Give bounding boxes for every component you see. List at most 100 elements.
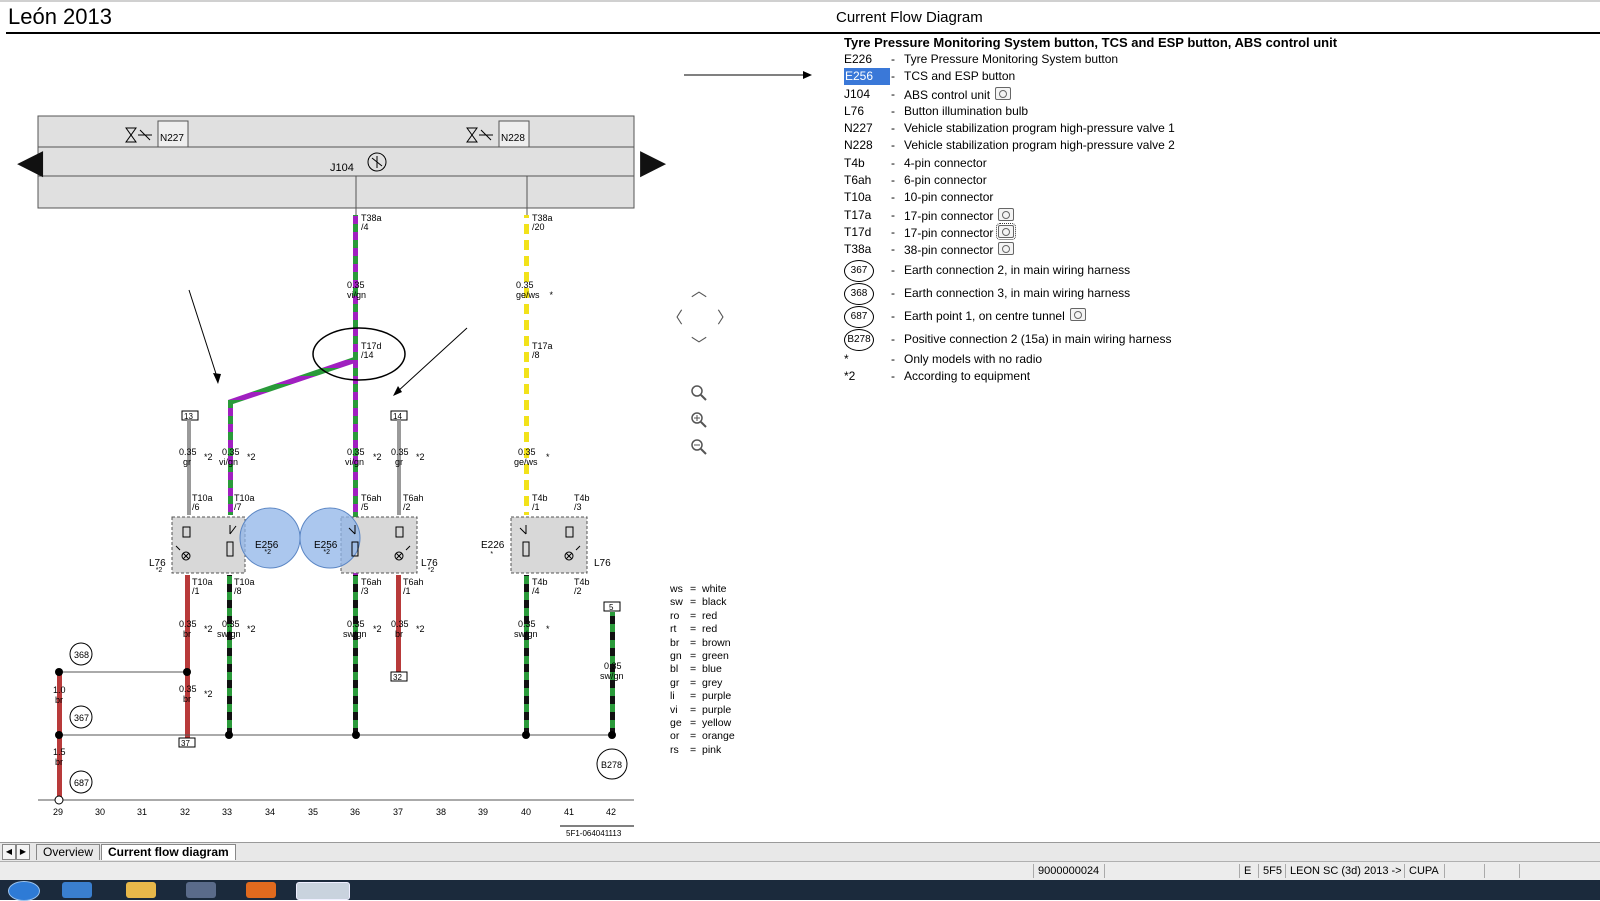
legend-dash: - <box>891 308 895 323</box>
connector-box-37 <box>178 737 196 748</box>
color-code: vi <box>670 703 678 716</box>
legend-dash: - <box>891 351 895 366</box>
pin-t4b-1: T4b/1 <box>532 493 548 512</box>
legend-code: E226 <box>844 52 873 66</box>
valve-n227[interactable]: N227 <box>125 120 189 148</box>
status-id: 9000000024 <box>1033 864 1104 878</box>
legend-item[interactable]: L76-Button illumination bulb <box>844 103 1337 120</box>
legend-item-selected[interactable]: E256-TCS and ESP button <box>844 68 1337 86</box>
positive-b278[interactable]: B278 <box>596 748 628 780</box>
legend-item[interactable]: 368-Earth connection 3, in main wiring h… <box>844 282 1337 305</box>
legend-item[interactable]: T38a-38-pin connector <box>844 241 1337 258</box>
legend-item[interactable]: B278-Positive connection 2 (15a) in main… <box>844 328 1337 351</box>
camera-icon[interactable] <box>995 86 1012 100</box>
earth-terminal <box>54 795 64 805</box>
wire-gr-left <box>187 420 191 515</box>
camera-icon[interactable] <box>1069 307 1086 321</box>
zoom-out-icon[interactable] <box>688 438 710 460</box>
firefox-icon[interactable] <box>246 882 276 898</box>
tab-current-flow-diagram[interactable]: Current flow diagram <box>101 844 236 860</box>
legend-item[interactable]: T4b-4-pin connector <box>844 155 1337 172</box>
pan-up-icon[interactable]: ︿ <box>690 283 707 300</box>
camera-icon[interactable] <box>998 242 1015 256</box>
earth-367-circle <box>69 705 93 729</box>
legend-dash: - <box>891 285 895 300</box>
status-empty <box>1104 864 1239 878</box>
positive-b278-label: B278 <box>601 760 622 770</box>
next-page-button[interactable]: ▶ <box>640 143 667 181</box>
pin-t4b-4: T4b/4 <box>532 577 548 596</box>
component-e226-group[interactable]: E226* L76 <box>481 516 611 574</box>
color-name: blue <box>702 663 722 676</box>
valve-n228[interactable]: N228 <box>466 120 530 148</box>
legend-item[interactable]: T6ah-6-pin connector <box>844 172 1337 189</box>
legend-desc: 17-pin connector <box>904 207 1015 225</box>
active-app-icon[interactable] <box>296 882 350 900</box>
legend-heading: Tyre Pressure Monitoring System button, … <box>844 35 1338 50</box>
status-empty <box>1444 864 1484 878</box>
legend-item[interactable]: N228-Vehicle stabilization program high-… <box>844 137 1337 154</box>
media-player-icon[interactable] <box>186 882 216 898</box>
valve-n228-label: N228 <box>501 133 525 144</box>
valve-icon <box>466 127 493 143</box>
color-code: li <box>670 690 675 703</box>
color-name: pink <box>702 743 722 756</box>
color-name: grey <box>702 676 723 689</box>
earth-367[interactable]: 367 <box>69 705 93 729</box>
color-eq: = <box>690 609 697 622</box>
legend-desc: Earth point 1, on centre tunnel <box>904 305 1086 328</box>
legend-dash: - <box>891 69 895 84</box>
legend-dash: - <box>891 368 895 383</box>
legend-item[interactable]: J104-ABS control unit <box>844 86 1337 103</box>
camera-icon[interactable] <box>998 207 1015 221</box>
app-title: León 2013 <box>8 4 112 29</box>
earth-687[interactable]: 687 <box>69 770 93 794</box>
legend-desc: Earth connection 3, in main wiring harne… <box>904 285 1131 300</box>
color-name: white <box>702 583 727 595</box>
legend-code: T38a <box>844 242 872 257</box>
legend-item[interactable]: 367-Earth connection 2, in main wiring h… <box>844 259 1337 282</box>
pan-left-icon[interactable]: 〈 <box>666 310 683 327</box>
color-code: gn <box>670 649 682 662</box>
previous-page-button[interactable]: ◀ <box>17 143 44 181</box>
pin-t10a-6: T10a/6 <box>192 493 213 512</box>
pin-t38a-4: T38a/4 <box>361 213 382 232</box>
zoom-icon[interactable] <box>688 384 710 406</box>
camera-icon[interactable] <box>996 222 1017 240</box>
legend-item[interactable]: T17a-17-pin connector <box>844 207 1337 224</box>
color-eq: = <box>690 730 697 743</box>
color-eq: = <box>690 716 697 729</box>
connector-box-5-label: 5 <box>609 603 614 612</box>
track-number: 35 <box>308 807 318 817</box>
pin-t38a-20: T38a/20 <box>532 213 553 232</box>
tab-overview[interactable]: Overview <box>36 844 101 860</box>
internet-explorer-icon[interactable] <box>62 882 92 898</box>
folder-icon[interactable] <box>126 882 156 898</box>
abs-control-unit-j104[interactable]: J104 N227 N228 <box>37 115 635 209</box>
component-l76-label-left: L76*2 <box>149 558 166 574</box>
start-button-icon[interactable] <box>8 881 40 901</box>
color-name: red <box>702 623 718 636</box>
legend-item[interactable]: N227-Vehicle stabilization program high-… <box>844 120 1337 137</box>
tab-scroll-right-icon[interactable]: ▶ <box>16 844 30 860</box>
legend-dash: - <box>891 86 895 101</box>
legend-item[interactable]: 687-Earth point 1, on centre tunnel <box>844 305 1337 328</box>
wire-color-key: ws=white sw=black ro=red rt=red br=brown… <box>670 583 735 757</box>
legend-item[interactable]: T10a-10-pin connector <box>844 189 1337 206</box>
pan-right-icon[interactable]: 〉 <box>716 310 733 327</box>
pan-down-icon[interactable]: ﹀ <box>690 337 707 354</box>
legend-item[interactable]: E226-Tyre Pressure Monitoring System but… <box>844 51 1337 68</box>
earth-368[interactable]: 368 <box>69 642 93 666</box>
tab-scroll-left-icon[interactable]: ◀ <box>2 844 16 860</box>
component-e256-l76-group[interactable]: E256*2 E256*2 L76*2 L76*2 <box>149 507 438 574</box>
legend-code: J104 <box>844 86 871 101</box>
zoom-in-icon[interactable] <box>688 411 710 433</box>
legend-item[interactable]: T17d-17-pin connector <box>844 222 1337 241</box>
valve-n227-label: N227 <box>160 133 184 144</box>
legend-note: *-Only models with no radio <box>844 351 1337 368</box>
